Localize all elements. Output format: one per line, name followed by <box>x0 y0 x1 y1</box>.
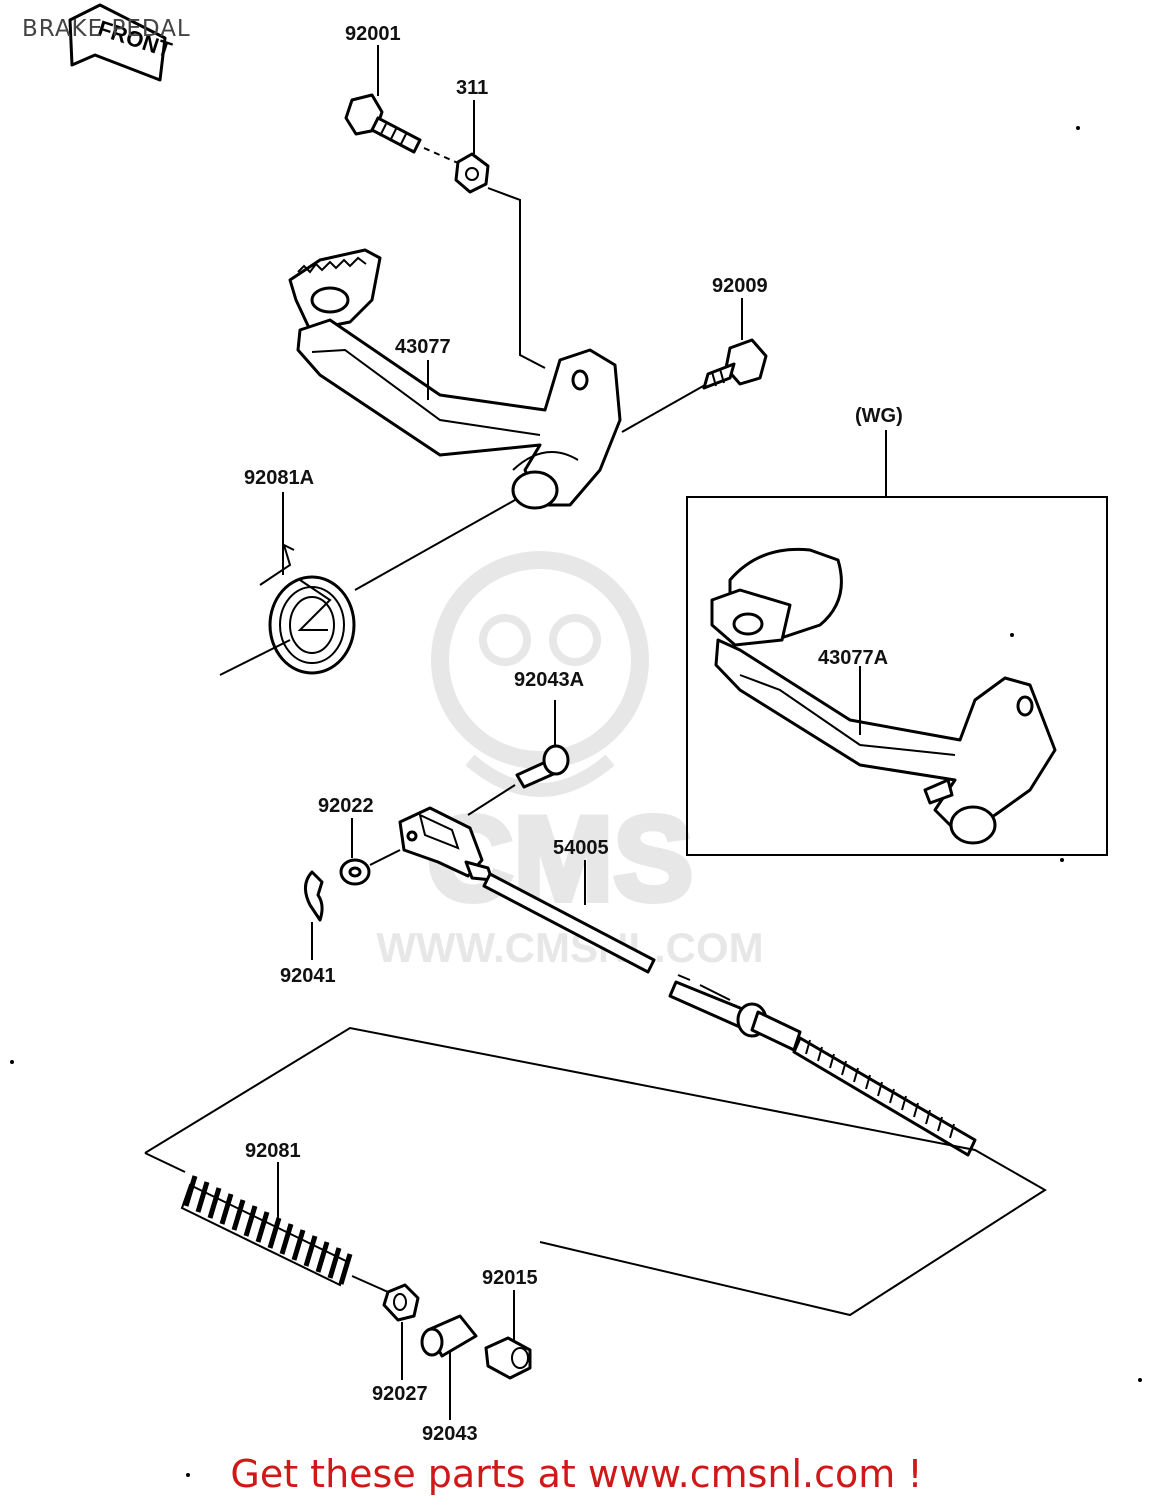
brake-pedal-43077 <box>288 248 622 510</box>
wg-group-box <box>686 430 1108 856</box>
label-92081: 92081 <box>245 1140 301 1162</box>
footer-promo-link[interactable]: Get these parts at www.cmsnl.com ! <box>230 1452 923 1496</box>
page-title: BRAKE PEDAL <box>22 16 191 42</box>
brake-rod-54005 <box>482 872 977 1157</box>
label-311: 311 <box>456 77 488 99</box>
part-labels: 92001 311 92009 43077 92081A (WG) 43077A… <box>244 23 903 1445</box>
label-92009: 92009 <box>712 275 768 297</box>
brake-pedal-43077A <box>710 547 1057 845</box>
watermark-cms-text: CMS <box>427 792 694 926</box>
pin-92043A <box>515 744 570 789</box>
label-43077: 43077 <box>395 336 451 358</box>
label-54005: 54005 <box>553 837 609 859</box>
label-92022: 92022 <box>318 795 374 817</box>
spring-92081A <box>259 543 356 675</box>
bolt-92001 <box>344 93 422 154</box>
label-43077A: 43077A <box>818 647 888 669</box>
label-92041: 92041 <box>280 965 336 987</box>
bolt-92009 <box>702 338 768 390</box>
nut-92015 <box>484 1336 532 1380</box>
pin-92043 <box>420 1314 478 1358</box>
watermark-logo: CMS WWW.CMSNL.COM <box>376 551 764 971</box>
label-92043A: 92043A <box>514 669 584 691</box>
label-wg: (WG) <box>855 405 903 427</box>
rod-assembly-frame <box>144 1026 1047 1317</box>
label-92043: 92043 <box>422 1423 478 1445</box>
nut-311 <box>454 152 490 194</box>
label-92081A: 92081A <box>244 467 314 489</box>
collar-92027 <box>382 1283 420 1322</box>
washer-92022 <box>339 858 371 886</box>
label-92001: 92001 <box>345 23 401 45</box>
clevis-joint <box>398 806 494 882</box>
label-92027: 92027 <box>372 1383 428 1405</box>
label-92015: 92015 <box>482 1267 538 1289</box>
cotter-pin-92041 <box>304 870 324 922</box>
spring-92081 <box>180 1175 353 1287</box>
scan-specks <box>10 126 1142 1477</box>
